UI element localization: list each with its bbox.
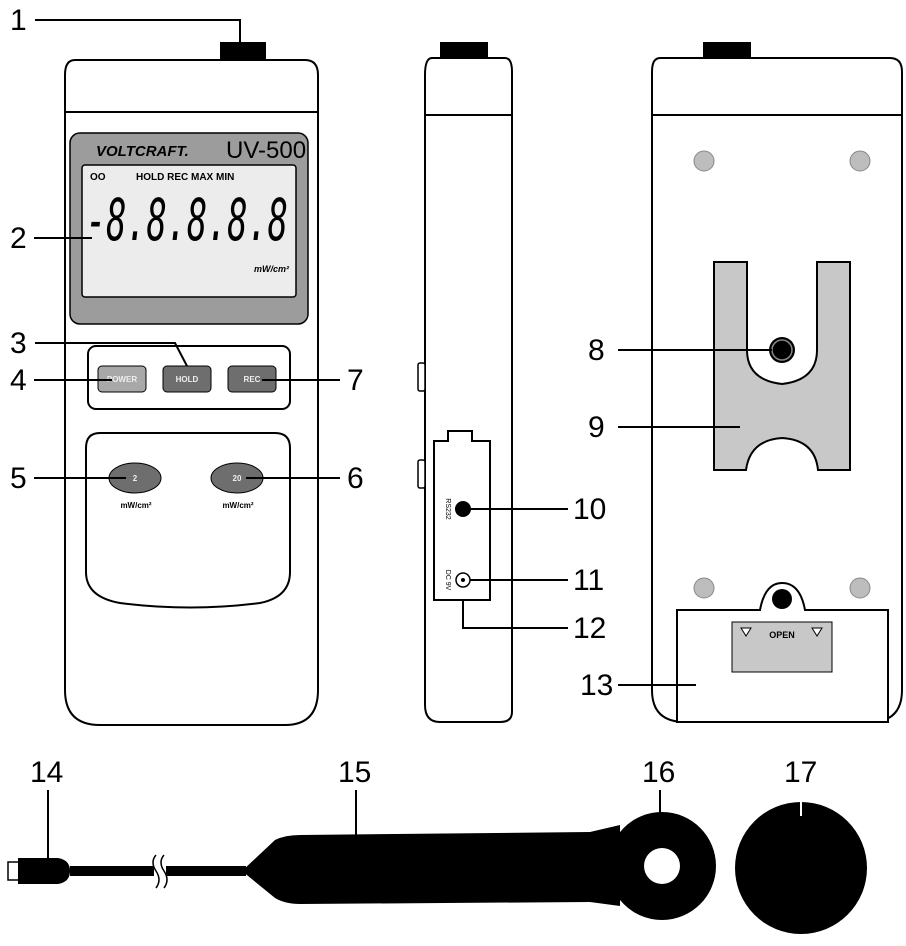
rear-view: OPEN <box>651 42 903 723</box>
leader-3 <box>35 342 188 367</box>
stand-clip <box>713 261 851 471</box>
rs232-port <box>455 501 471 517</box>
probe-handle <box>242 825 620 906</box>
lcd-screen <box>81 164 297 298</box>
rear-foot-bottom-right <box>849 577 871 599</box>
callout-4: 4 <box>10 364 27 397</box>
tripod-socket <box>769 337 795 363</box>
lcd-unit: mW/cm² <box>254 264 290 274</box>
callout-1: 1 <box>10 4 27 37</box>
range-2-unit: mW/cm² <box>120 501 151 510</box>
rear-foot-top-left <box>693 150 715 172</box>
callout-17: 17 <box>784 756 817 789</box>
leader-lines <box>34 19 772 862</box>
power-button-label: POWER <box>107 375 137 384</box>
callout-5: 5 <box>10 462 27 495</box>
hold-button-label: HOLD <box>176 375 199 384</box>
sensor-cap <box>735 802 867 934</box>
callout-8: 8 <box>588 334 605 367</box>
cable-break-icon <box>152 854 168 889</box>
dc-input-label: DC 9V <box>444 570 451 591</box>
callout-13: 13 <box>580 669 613 702</box>
front-top-connector <box>220 42 266 60</box>
lcd-annunciators: HOLD REC MAX MIN <box>136 172 234 183</box>
open-label: OPEN <box>769 630 795 640</box>
sensor-window <box>644 848 680 884</box>
probe <box>7 802 867 934</box>
range-20-unit: mW/cm² <box>222 501 253 510</box>
callout-16: 16 <box>642 756 675 789</box>
callout-7: 7 <box>347 364 364 397</box>
range-20-label: 20 <box>233 474 242 483</box>
leader-1 <box>35 19 241 44</box>
range-panel <box>85 432 291 609</box>
rec-button-label: REC <box>244 375 261 384</box>
battery-cover-screw <box>772 589 792 609</box>
callout-9: 9 <box>588 411 605 444</box>
brand-label: VOLTCRAFT. <box>96 143 189 160</box>
probe-cable-left <box>70 866 154 876</box>
callout-2: 2 <box>10 222 27 255</box>
callout-14: 14 <box>30 756 63 789</box>
open-arrow-left-icon <box>740 627 752 637</box>
callout-10: 10 <box>573 493 606 526</box>
rear-foot-top-right <box>849 150 871 172</box>
lcd-digits: -8.8.8.8.8 <box>86 186 288 254</box>
side-body <box>424 57 513 723</box>
callout-3: 3 <box>10 327 27 360</box>
side-view: RS232 DC 9V <box>417 42 513 723</box>
callout-15: 15 <box>338 756 371 789</box>
probe-plug <box>18 858 70 884</box>
callout-6: 6 <box>347 462 364 495</box>
dc-input-jack-pin <box>461 578 465 582</box>
battery-symbol: OO <box>90 172 106 183</box>
callout-12: 12 <box>573 612 606 645</box>
side-button-nub-1 <box>417 362 426 392</box>
callout-11: 11 <box>573 564 604 597</box>
rear-top-connector <box>703 42 751 58</box>
probe-cable-right <box>166 866 246 876</box>
model-label: UV-500 <box>226 137 306 164</box>
side-button-nub-2 <box>417 459 426 489</box>
open-arrow-right-icon <box>811 627 823 637</box>
leader-12 <box>462 600 568 629</box>
rear-foot-bottom-left <box>693 577 715 599</box>
front-view: VOLTCRAFT. UV-500 OO HOLD REC MAX MIN -8… <box>64 42 319 726</box>
callout-numbers: 1 2 3 4 5 6 7 8 9 10 11 12 13 14 15 16 1… <box>10 4 817 789</box>
rs232-label: RS232 <box>444 498 451 520</box>
range-2-label: 2 <box>133 474 138 483</box>
side-top-connector <box>440 42 488 58</box>
